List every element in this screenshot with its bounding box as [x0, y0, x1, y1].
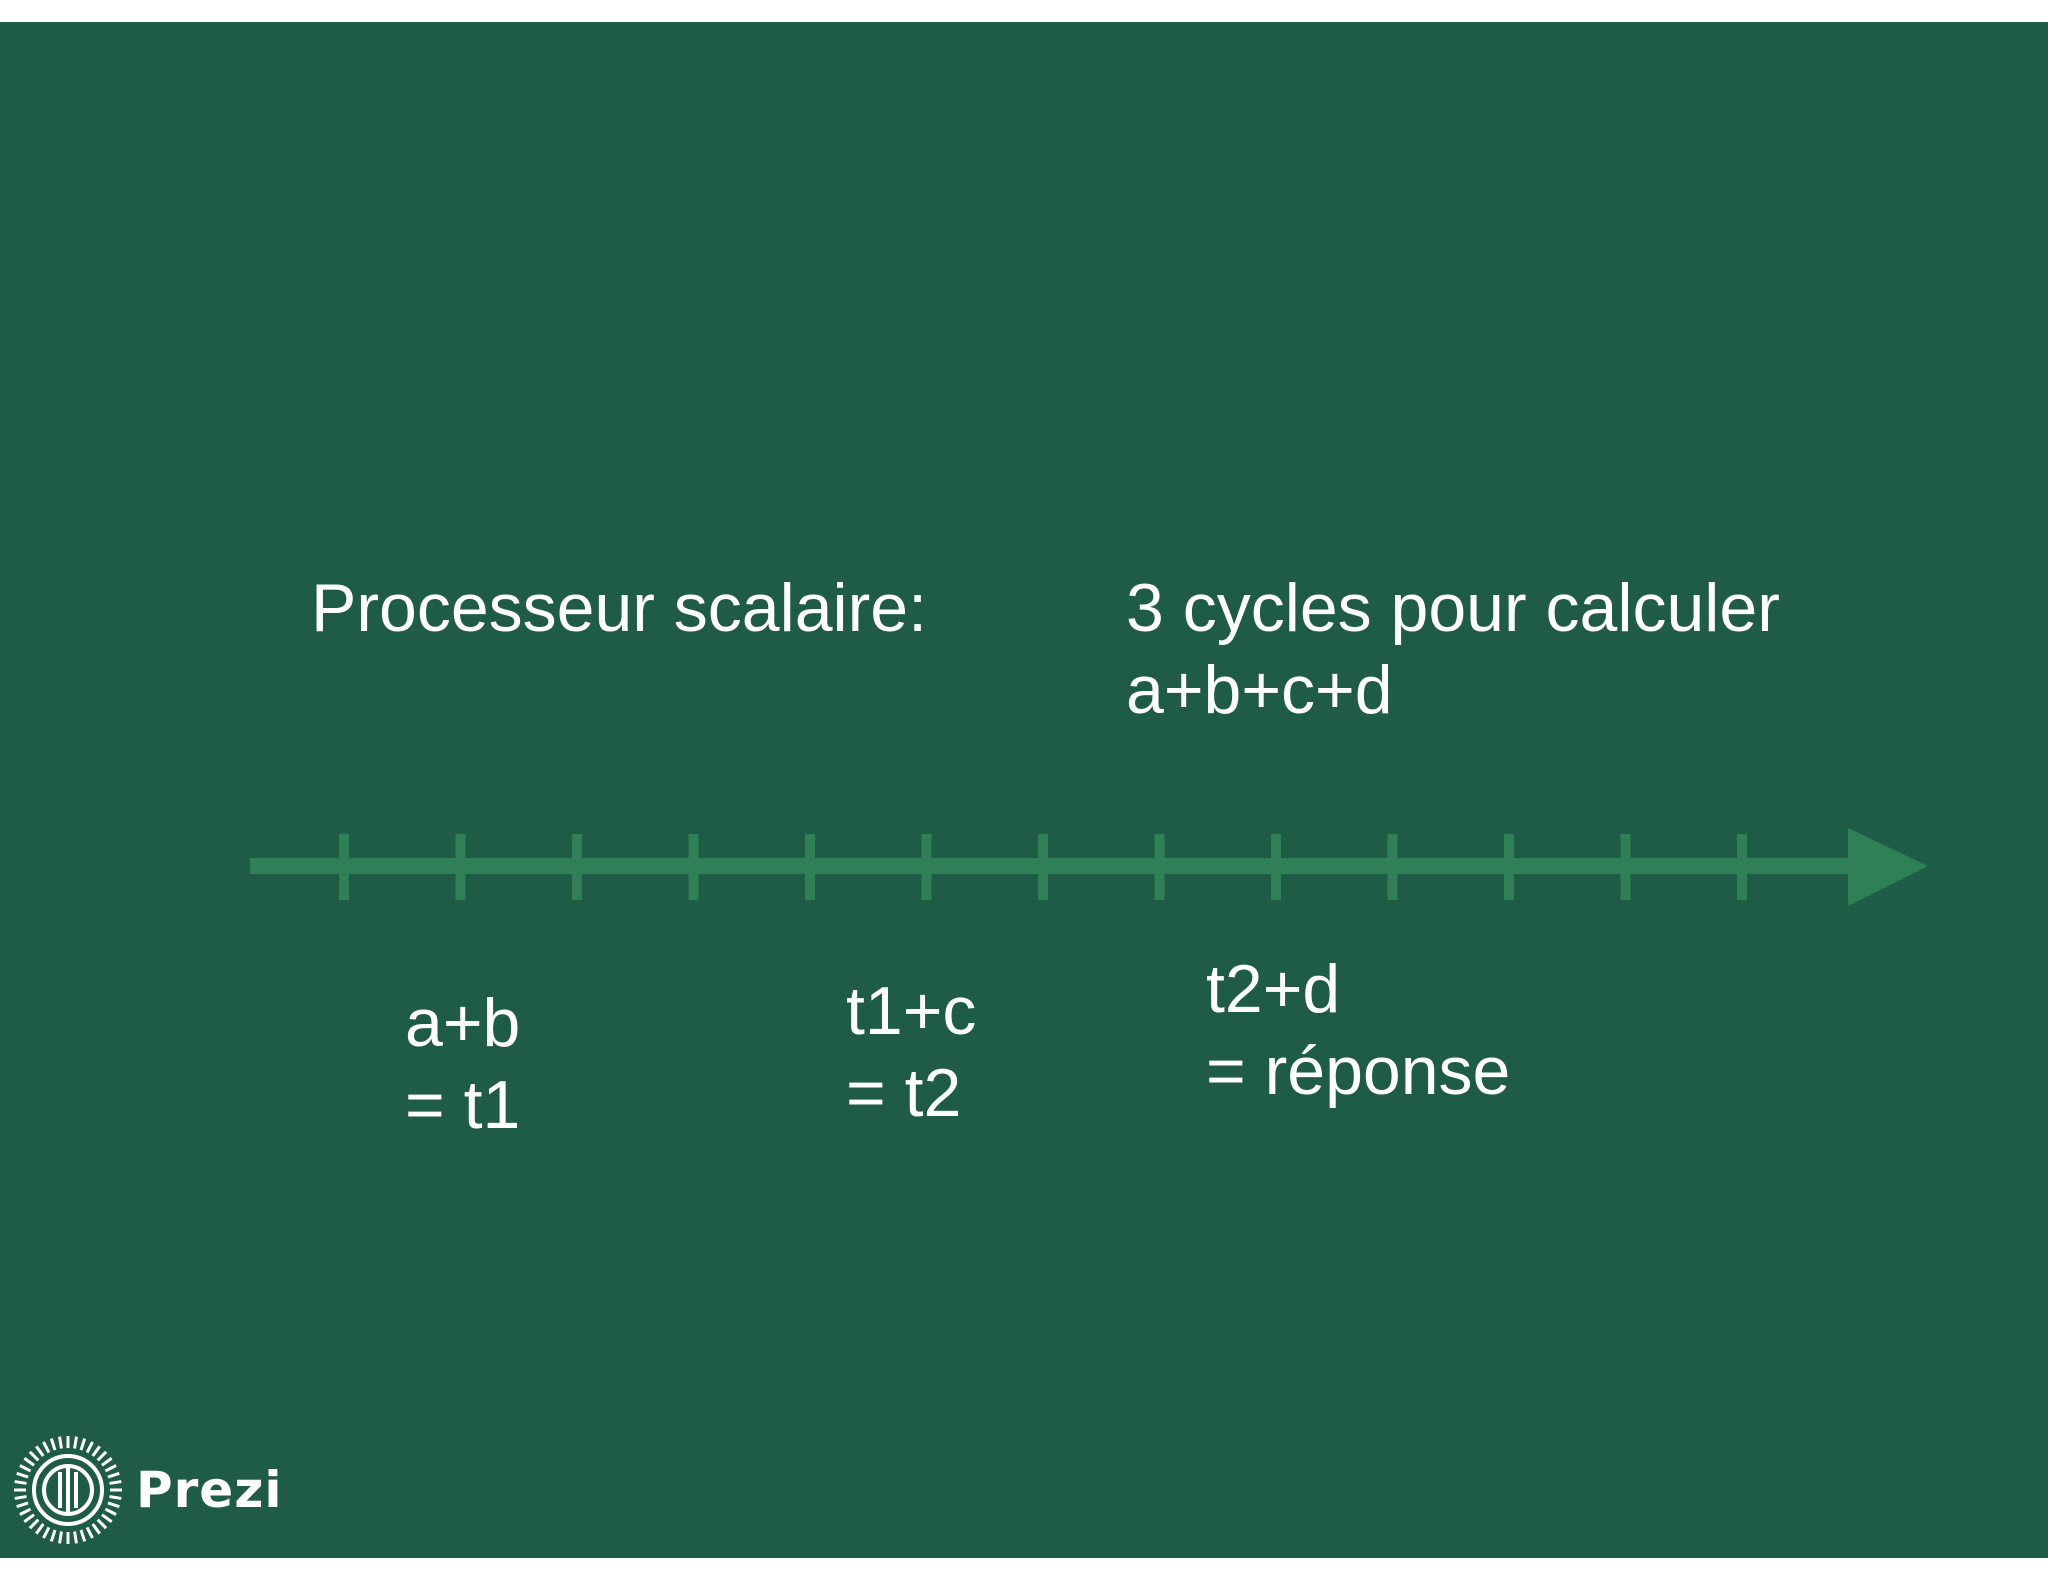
step-1-line2: = t1	[405, 1067, 521, 1143]
step-3-line2: = réponse	[1206, 1033, 1511, 1109]
prezi-slide: Processeur scalaire: 3 cycles pour calcu…	[0, 22, 2048, 1558]
slide-heading: Processeur scalaire:	[311, 570, 928, 646]
timeline-arrowhead	[1848, 828, 1928, 906]
timeline-ticks	[339, 834, 1747, 900]
step-3-line1: t2+d	[1206, 951, 1341, 1027]
step-2-line1: t1+c	[846, 973, 977, 1049]
prezi-logo-icon	[14, 1436, 122, 1544]
prezi-wordmark: Prezi	[136, 1461, 283, 1519]
cycles-note-line2: a+b+c+d	[1126, 652, 1393, 728]
step-2-line2: = t2	[846, 1055, 962, 1131]
cycles-note-line1: 3 cycles pour calculer	[1126, 570, 1780, 646]
timeline-arrow	[250, 828, 1928, 906]
step-1-line1: a+b	[405, 985, 521, 1061]
prezi-logo: Prezi	[12, 1434, 282, 1546]
